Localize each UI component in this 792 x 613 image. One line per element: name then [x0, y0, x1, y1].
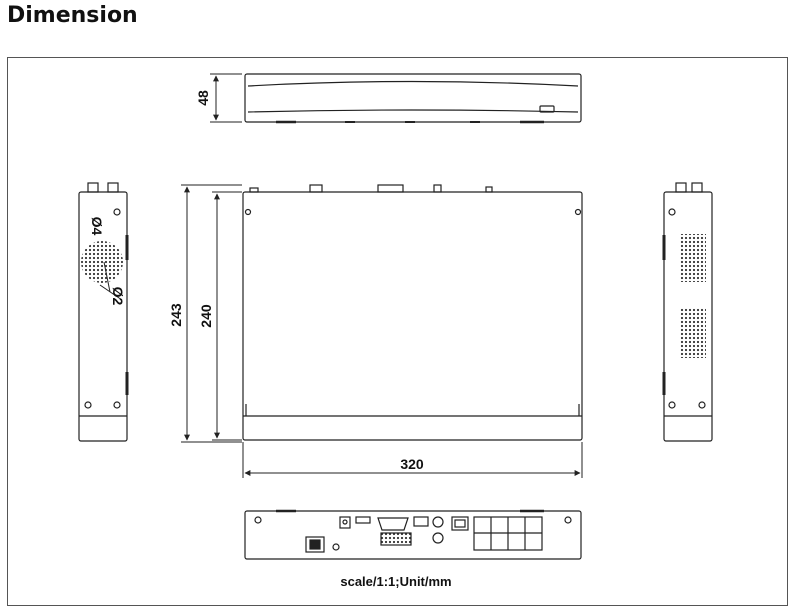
page-title: Dimension	[7, 3, 138, 28]
vent-grille-upper	[680, 234, 706, 282]
speaker-grille	[81, 241, 123, 283]
alarm-port	[355, 516, 371, 524]
front-view	[244, 73, 582, 124]
rear-view	[244, 509, 582, 560]
left-side-view	[78, 182, 129, 442]
width-dimension	[242, 442, 583, 478]
drawing-frame	[7, 57, 788, 606]
hole-small-label: Ø2	[110, 287, 126, 306]
depth-inner-label: 240	[198, 304, 214, 328]
scale-caption: scale/1:1;Unit/mm	[340, 574, 452, 589]
vent-grille-lower	[680, 308, 706, 358]
depth-dimensions	[181, 184, 242, 443]
ground-screw-icon	[332, 543, 340, 551]
depth-outer-label: 243	[168, 303, 184, 327]
dc-in-port	[339, 516, 351, 529]
audio-out-port	[432, 516, 444, 528]
hdmi-port	[413, 516, 429, 527]
front-led-indicator	[539, 105, 555, 113]
hole-large-label: Ø4	[89, 217, 105, 236]
terminal-block	[380, 532, 412, 546]
height-dimension	[210, 73, 242, 123]
height-label: 48	[195, 90, 211, 106]
right-side-view	[662, 182, 713, 442]
width-label: 320	[400, 456, 424, 472]
top-view	[242, 184, 583, 441]
power-switch	[305, 536, 325, 553]
screw-icon	[254, 516, 262, 524]
lan-port	[451, 516, 469, 531]
audio-in-port	[432, 532, 444, 544]
vga-port	[377, 517, 409, 531]
